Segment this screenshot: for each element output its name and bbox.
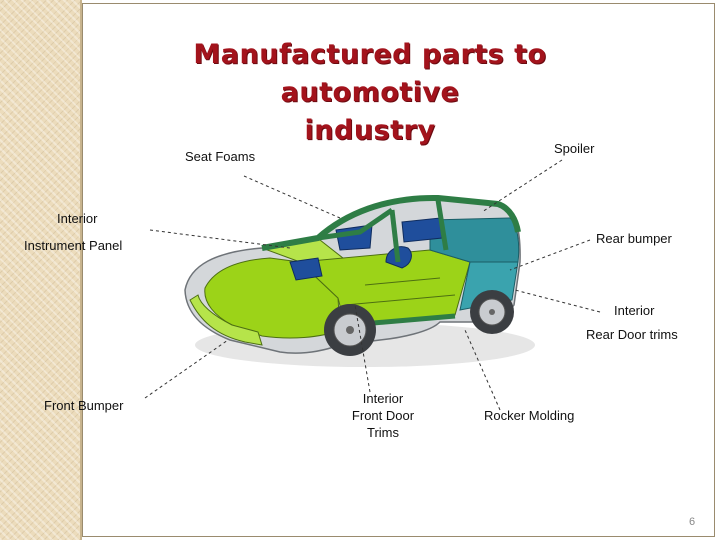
slide-title: Manufactured parts to automotive industr… xyxy=(100,36,640,150)
c-pillar xyxy=(435,199,449,251)
label-rear-bumper: Rear bumper xyxy=(596,231,672,246)
b-pillar xyxy=(389,209,401,263)
label-front-door-line-3: Trims xyxy=(366,425,399,440)
label-front-bumper: Front Bumper xyxy=(44,398,124,413)
label-front-door-line-2: Front Door xyxy=(351,408,415,423)
slide-frame xyxy=(82,3,715,537)
rear-wheel xyxy=(470,290,514,334)
label-spoiler: Spoiler xyxy=(554,141,595,156)
title-line-1: Manufactured parts to automotive xyxy=(193,39,547,108)
page-number: 6 xyxy=(689,516,696,528)
rear-seat xyxy=(401,217,443,243)
band-divider xyxy=(80,0,82,540)
seat-cushion xyxy=(289,257,323,281)
front-bumper-part xyxy=(189,294,263,346)
decorative-left-band xyxy=(0,0,80,540)
label-front-door-line-1: Interior xyxy=(362,391,404,406)
label-rocker-molding: Rocker Molding xyxy=(484,408,575,423)
label-front-door-trims: Interior Front Door Trims xyxy=(334,390,432,441)
label-interior-top: Interior xyxy=(57,211,98,226)
label-instrument-panel: Instrument Panel xyxy=(24,238,123,253)
label-rear-door-trims: Rear Door trims xyxy=(586,327,678,342)
label-seat-foams: Seat Foams xyxy=(185,149,256,164)
leader-lines xyxy=(144,159,601,411)
title-line-2: industry xyxy=(304,115,436,146)
a-pillar xyxy=(317,207,394,241)
label-interior-rear: Interior xyxy=(614,303,655,318)
roof-frame xyxy=(261,194,521,251)
front-wheel xyxy=(324,304,376,356)
